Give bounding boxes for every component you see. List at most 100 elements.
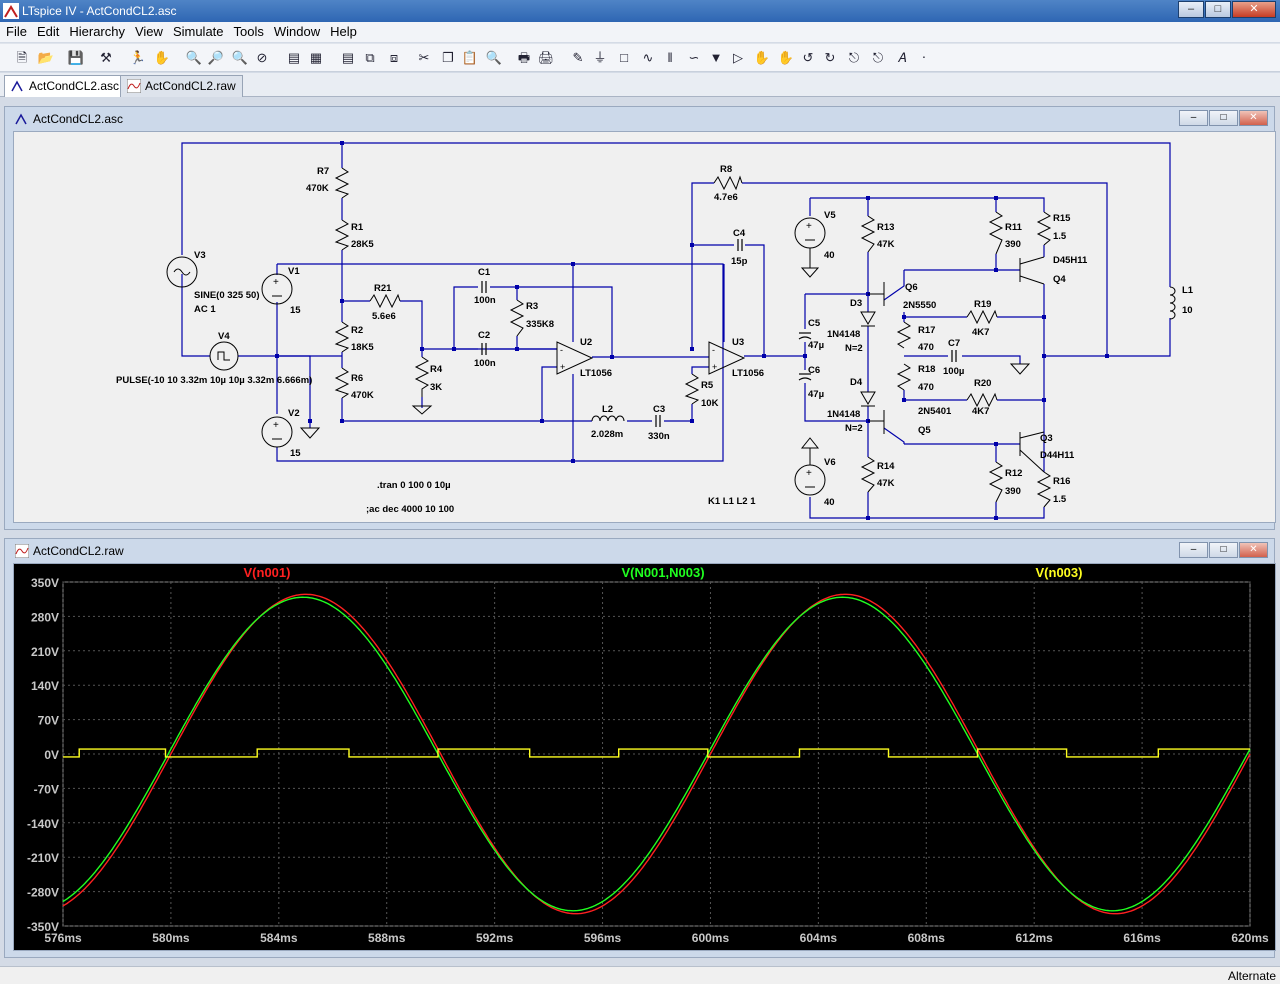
x-tick-label: 580ms (152, 931, 190, 945)
close-button[interactable]: ✕ (1232, 1, 1276, 18)
menu-window[interactable]: Window (273, 24, 321, 39)
tile-horizontal-icon[interactable]: ▤ (341, 50, 355, 65)
menu-view[interactable]: View (134, 24, 163, 39)
waveform-close-button[interactable]: ✕ (1239, 542, 1268, 558)
traces (62, 593, 1251, 915)
label-C7: C7 (948, 338, 960, 349)
tab-waveform[interactable]: ActCondCL2.raw (120, 75, 243, 97)
diode-icon[interactable]: ▼ (709, 50, 723, 65)
label-L1: L1 (1182, 285, 1194, 296)
run-icon[interactable]: 🏃 (129, 50, 147, 65)
component-icon[interactable]: ▷ (733, 50, 743, 65)
ground-icon[interactable]: ⏚ (593, 50, 607, 65)
resistor-icon[interactable]: ∿ (642, 50, 654, 65)
value-C1: 100n (474, 295, 496, 306)
waveform-maximize-button[interactable]: □ (1209, 542, 1238, 558)
document-tabs: ActCondCL2.asc ActCondCL2.raw (0, 73, 1280, 97)
schematic-maximize-button[interactable]: □ (1209, 110, 1238, 126)
inductor-icon[interactable]: ∽ (688, 50, 700, 65)
label-V3: V3 (194, 250, 206, 261)
menu-tools[interactable]: Tools (233, 24, 264, 39)
fft-icon[interactable]: ▦ (309, 50, 323, 65)
capacitor-icon[interactable]: ‖ (667, 50, 673, 65)
waveform-minimize-button[interactable]: – (1179, 542, 1208, 558)
copy-icon[interactable]: ❐ (442, 50, 454, 65)
value-L1: 10 (1182, 305, 1193, 316)
tab-label: ActCondCL2.raw (145, 79, 236, 93)
trace-v-n001- (62, 593, 1251, 915)
svg-text:-: - (560, 345, 563, 355)
label-L2: L2 (602, 404, 613, 415)
open-icon[interactable]: 📂 (37, 50, 55, 65)
label-net-icon[interactable]: □ (620, 50, 628, 65)
label-V4: V4 (218, 331, 230, 342)
cut-icon[interactable]: ✂ (418, 50, 430, 65)
menu-edit[interactable]: Edit (36, 24, 60, 39)
value-U2: LT1056 (580, 368, 612, 379)
move-icon[interactable]: ✋ (753, 50, 771, 65)
tran-directive: .tran 0 100 0 10µ (377, 480, 451, 491)
control-panel-icon[interactable]: ⚒ (100, 50, 112, 65)
cascade-icon[interactable]: ⧉ (365, 50, 375, 65)
draw-wire-icon[interactable]: ✎ (572, 50, 584, 65)
waveform-chart[interactable]: 350V280V210V140V70V0V-70V-140V-210V-280V… (14, 564, 1277, 952)
menu-hierarchy[interactable]: Hierarchy (69, 24, 125, 39)
print-preview-icon[interactable]: 🖶 (517, 50, 531, 65)
label-Q6: Q6 (905, 282, 918, 293)
redo-icon[interactable]: ↻ (824, 50, 836, 65)
value-R21: 5.6e6 (372, 311, 396, 322)
value-Q5: 2N5401 (918, 406, 952, 417)
zoom-in-icon[interactable]: 🔍 (185, 50, 203, 65)
menu-help[interactable]: Help (330, 24, 357, 39)
save-icon[interactable]: 💾 (67, 50, 85, 65)
schematic-canvas[interactable]: -+ -+ + + + + (13, 131, 1276, 523)
text-icon[interactable]: 𝐴 (897, 50, 907, 65)
capacitors (481, 239, 957, 427)
halt-icon[interactable]: ✋ (153, 50, 171, 65)
zoom-out-icon[interactable]: 🔍 (231, 50, 249, 65)
value-D3: 1N4148 (827, 329, 860, 340)
tab-schematic[interactable]: ActCondCL2.asc (4, 75, 127, 97)
maximize-button[interactable]: □ (1205, 1, 1231, 18)
spice-directive-icon[interactable]: ⋅ (921, 50, 927, 65)
mirror-icon[interactable]: ⎋ (872, 50, 884, 65)
value-C7: 100µ (943, 366, 964, 377)
label-R19: R19 (974, 299, 991, 310)
ac-directive: ;ac dec 4000 10 100 (366, 504, 454, 515)
schematic-icon (15, 113, 27, 125)
autorange-icon[interactable]: ▤ (287, 50, 301, 65)
schematic-minimize-button[interactable]: – (1179, 110, 1208, 126)
svg-text:+: + (806, 468, 812, 479)
drag-icon[interactable]: ✋ (777, 50, 795, 65)
menu-file[interactable]: File (6, 24, 27, 39)
label-V5: V5 (824, 210, 836, 221)
minimize-button[interactable]: – (1178, 1, 1204, 18)
schematic-close-button[interactable]: ✕ (1239, 110, 1268, 126)
plot-frame (62, 581, 1251, 927)
rotate-icon[interactable]: ⎋ (848, 50, 860, 65)
undo-icon[interactable]: ↺ (802, 50, 814, 65)
waveform-window-title: ActCondCL2.raw (33, 544, 124, 558)
y-tick-label: 210V (31, 645, 59, 659)
print-icon[interactable]: 🖨 (537, 50, 555, 65)
y-tick-label: 0V (44, 748, 59, 762)
y-tick-label: -280V (27, 886, 59, 900)
pan-icon[interactable]: 🔎 (207, 50, 225, 65)
zoom-cancel-icon[interactable]: ⊘ (256, 50, 268, 65)
label-C1: C1 (478, 267, 491, 278)
n-D3: N=2 (845, 343, 863, 354)
n-D4: N=2 (845, 423, 863, 434)
paste-icon[interactable]: 📋 (461, 50, 479, 65)
svg-text:+: + (712, 362, 717, 372)
value-R7: 470K (306, 183, 329, 194)
find-icon[interactable]: 🔍 (485, 50, 503, 65)
value-R14: 47K (877, 478, 895, 489)
label-C4: C4 (733, 228, 746, 239)
close-windows-icon[interactable]: ⧈ (389, 50, 399, 65)
new-schematic-icon[interactable]: 🗎 (16, 50, 28, 65)
x-tick-label: 596ms (584, 931, 622, 945)
menu-simulate[interactable]: Simulate (172, 24, 224, 39)
waveform-window-titlebar: ActCondCL2.raw – □ ✕ (5, 539, 1274, 563)
